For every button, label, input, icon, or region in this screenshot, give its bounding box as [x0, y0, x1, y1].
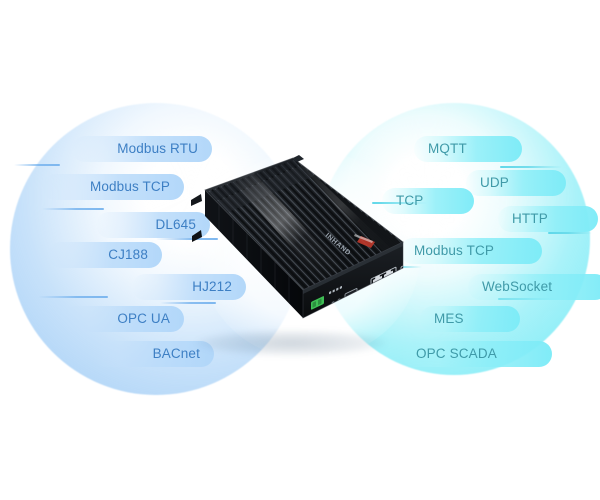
left-dash [14, 164, 60, 166]
left-protocol-label: DL645 [96, 212, 210, 238]
right-protocol-label: MQTT [414, 136, 522, 162]
right-protocol-label: MES [420, 306, 520, 332]
left-protocol-label: Modbus RTU [72, 136, 212, 162]
right-protocol-label: HTTP [498, 206, 598, 232]
right-protocol-label: Modbus TCP [400, 238, 542, 264]
left-dash [42, 208, 104, 210]
right-protocol-label: OPC SCADA [402, 341, 552, 367]
left-dash [160, 302, 216, 304]
right-protocol-label: WebSocket [468, 274, 600, 300]
left-protocol-label: OPC UA [62, 306, 184, 332]
right-protocol-label: UDP [466, 170, 566, 196]
right-protocol-label: TCP [382, 188, 474, 214]
left-protocol-label: BACnet [92, 341, 214, 367]
left-protocol-label: CJ188 [48, 242, 162, 268]
left-dash [38, 296, 108, 298]
right-dash [500, 166, 562, 168]
gateway-device-illustration: INHAND [191, 155, 404, 319]
left-dash [156, 238, 218, 240]
right-dash [548, 232, 592, 234]
left-protocol-label: Modbus TCP [42, 174, 184, 200]
device-shadow [196, 330, 386, 356]
gateway-device: INHAND [175, 150, 425, 360]
left-protocol-label: HJ212 [132, 274, 246, 300]
